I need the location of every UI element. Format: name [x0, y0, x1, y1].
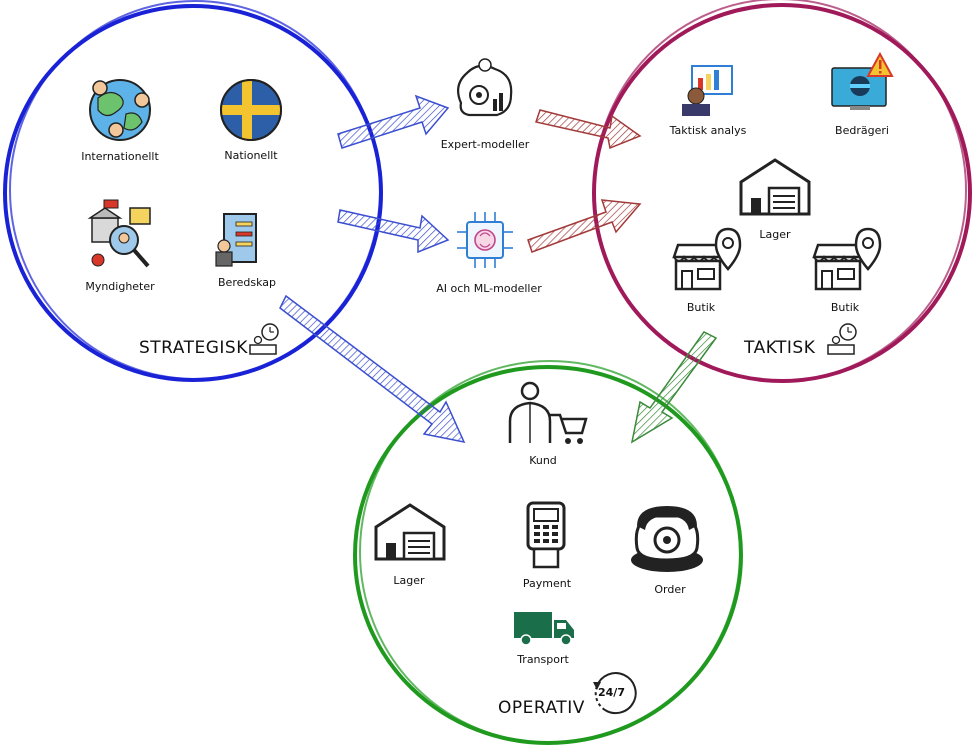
payment-terminal-icon: [526, 501, 566, 569]
badge-247: 24/7: [598, 686, 625, 699]
arrow-strategic-to-expert: [337, 94, 450, 149]
title-tactical: TAKTISK: [744, 338, 816, 358]
authorities-icon: [87, 199, 151, 268]
operative-warehouse-icon: [374, 503, 446, 561]
expert-brain-gear-icon: [456, 58, 513, 117]
operative-circle: [353, 360, 743, 745]
strategic-circle: [3, 0, 383, 382]
label-authorities: Myndigheter: [85, 280, 155, 293]
tactical-warehouse-icon: [739, 158, 811, 216]
shop-location-icon-left: [672, 227, 742, 291]
tactical-desk-clock-icon: [827, 323, 857, 355]
customer-cart-icon: [508, 381, 588, 444]
desk-clock-icon: [249, 323, 279, 355]
label-ai-models: AI och ML-modeller: [436, 282, 542, 295]
preparedness-checklist-icon: [215, 213, 257, 267]
label-preparedness: Beredskap: [218, 276, 276, 289]
title-operative: OPERATIV: [498, 698, 585, 718]
label-payment: Payment: [522, 577, 572, 590]
shop-location-icon-right: [812, 227, 882, 291]
label-customer: Kund: [529, 454, 557, 467]
label-shop-right: Butik: [830, 301, 860, 314]
arrow-tactical-to-operative: [630, 331, 718, 444]
label-fraud: Bedrägeri: [835, 124, 889, 137]
arrow-strategic-to-operative: [279, 294, 466, 444]
tactical-circle: [592, 0, 972, 383]
label-international: Internationellt: [81, 150, 159, 163]
transport-truck-icon: [514, 612, 574, 646]
order-phone-icon: [631, 506, 703, 572]
label-operative-warehouse: Lager: [393, 574, 425, 587]
label-shop-left: Butik: [686, 301, 716, 314]
clock-247-icon: [593, 672, 637, 715]
label-tactical-analysis: Taktisk analys: [669, 124, 747, 137]
arrow-strategic-to-ai: [337, 209, 450, 254]
sweden-flag-icon: [220, 79, 282, 141]
tactical-analysis-icon: [682, 65, 733, 116]
arrow-ai-to-tactical: [527, 199, 642, 253]
title-strategic: STRATEGISK: [139, 338, 248, 358]
label-transport: Transport: [517, 653, 569, 666]
label-expert-models: Expert-modeller: [440, 138, 530, 151]
label-order: Order: [654, 583, 686, 596]
fraud-warning-icon: [831, 51, 894, 110]
label-tactical-warehouse: Lager: [759, 228, 791, 241]
ai-chip-icon: [457, 212, 513, 268]
label-national: Nationellt: [224, 149, 278, 162]
arrow-expert-to-tactical: [535, 109, 642, 150]
globe-people-icon: [89, 79, 151, 141]
